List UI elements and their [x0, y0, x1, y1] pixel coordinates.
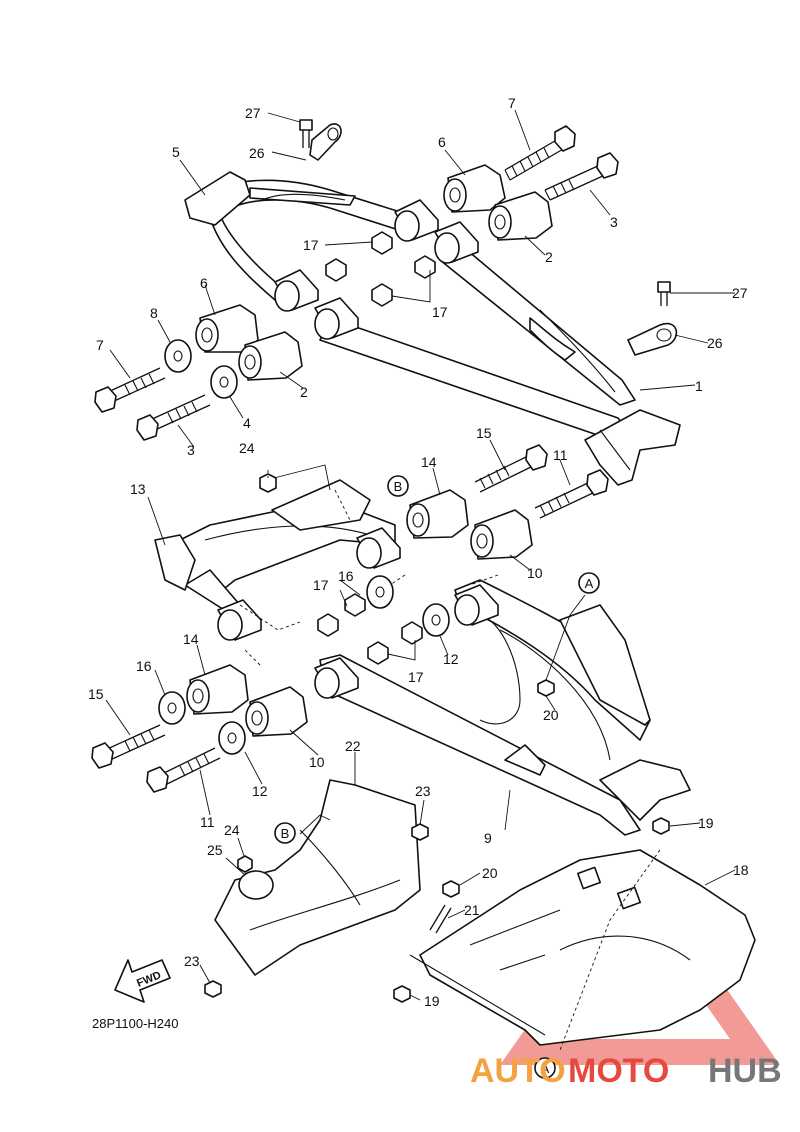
part-label: 20 — [482, 865, 498, 881]
part-label: 17 — [432, 304, 448, 320]
part-label: 19 — [424, 993, 440, 1009]
upper-arm — [184, 171, 681, 486]
part-label: 19 — [698, 815, 714, 831]
lower-arm-hardware — [91, 444, 609, 793]
part-label: 7 — [508, 95, 516, 111]
part-label: 16 — [338, 568, 354, 584]
part-label: 27 — [245, 105, 261, 121]
part-label: 9 — [484, 830, 492, 846]
part-number-labels: 27 26 5 7 6 3 17 2 6 8 17 27 26 7 1 2 4 … — [88, 95, 749, 1009]
part-label: 14 — [183, 631, 199, 647]
part-label: 13 — [130, 481, 146, 497]
part-label: 18 — [733, 862, 749, 878]
watermark-text: AUTO MOTO HUB — [470, 1052, 782, 1090]
part-label: 22 — [345, 738, 361, 754]
upper-arm-hardware — [94, 119, 678, 441]
part-label: 6 — [438, 134, 446, 150]
part-label: 2 — [300, 384, 308, 400]
lower-front-arm — [154, 479, 401, 641]
part-label: 24 — [239, 440, 255, 456]
rear-guard — [204, 817, 756, 1046]
callout-a-lower: A — [541, 1061, 550, 1076]
part-label: 16 — [136, 658, 152, 674]
part-label: 10 — [309, 754, 325, 770]
lower-arm — [314, 579, 691, 836]
part-label: 23 — [415, 783, 431, 799]
part-label: 12 — [443, 651, 459, 667]
part-label: 26 — [249, 145, 265, 161]
part-label: 8 — [150, 305, 158, 321]
part-label: 14 — [421, 454, 437, 470]
part-label: 15 — [88, 686, 104, 702]
part-label: 10 — [527, 565, 543, 581]
part-label: 24 — [224, 822, 240, 838]
part-label: 27 — [732, 285, 748, 301]
part-label: 23 — [184, 953, 200, 969]
part-label: 11 — [553, 447, 568, 463]
part-label: 1 — [695, 378, 703, 394]
watermark-auto: AUTO — [470, 1052, 566, 1090]
callout-b-lower: B — [281, 826, 290, 841]
part-label: 26 — [707, 335, 723, 351]
callout-circles — [274, 475, 600, 1079]
fwd-arrow-icon — [114, 959, 171, 1003]
callout-a-upper: A — [585, 576, 594, 591]
watermark-moto: MOTO — [568, 1052, 669, 1090]
part-label: 3 — [610, 214, 618, 230]
leader-lines — [105, 109, 736, 1051]
part-label: 11 — [200, 814, 215, 830]
part-label: 21 — [464, 902, 480, 918]
part-label: 12 — [252, 783, 268, 799]
part-label: 17 — [313, 577, 329, 593]
part-label: 25 — [207, 842, 223, 858]
part-label: 5 — [172, 144, 180, 160]
callout-b-upper: B — [394, 479, 403, 494]
front-guard — [214, 779, 421, 976]
part-label: 6 — [200, 275, 208, 291]
diagram-code: 28P1100-H240 — [92, 1016, 179, 1031]
part-label: 2 — [545, 249, 553, 265]
part-label: 17 — [408, 669, 424, 685]
part-label: 20 — [543, 707, 559, 723]
part-label: 4 — [243, 415, 251, 431]
part-label: 15 — [476, 425, 492, 441]
part-label: 3 — [187, 442, 195, 458]
part-label: 17 — [303, 237, 319, 253]
watermark-hub: HUB — [708, 1052, 782, 1090]
part-label: 7 — [96, 337, 104, 353]
